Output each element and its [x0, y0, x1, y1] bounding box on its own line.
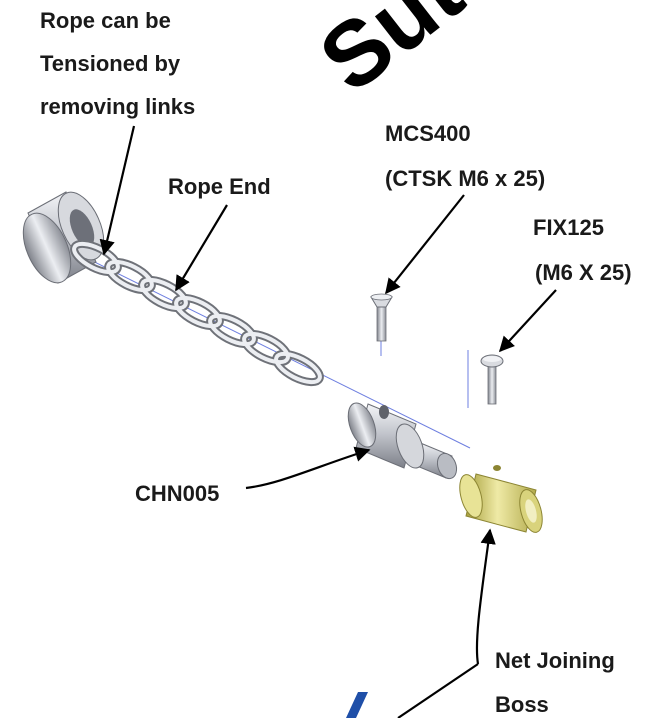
chain — [70, 239, 324, 387]
blue-fragment — [346, 692, 368, 718]
label-mcs400-line-2: (CTSK M6 x 25) — [385, 166, 545, 191]
label-fix125-line-2: (M6 X 25) — [535, 260, 632, 285]
mcs400-screw — [370, 293, 393, 356]
labels: Rope can be Tensioned by removing links … — [40, 8, 632, 717]
label-rope-end: Rope End — [168, 174, 271, 199]
leader-fix125 — [498, 289, 557, 353]
leader-lines — [99, 125, 557, 718]
label-fix125-line-1: FIX125 — [533, 215, 604, 240]
net-joining-boss — [459, 465, 543, 533]
leader-rope-tension — [99, 125, 136, 256]
watermark-text: Suto — [302, 0, 526, 112]
label-mcs400-line-1: MCS400 — [385, 121, 471, 146]
label-rope-tension-line-2: Tensioned by — [40, 51, 181, 76]
rope-end-cap — [22, 191, 105, 284]
fix125-screw — [467, 350, 504, 408]
watermark: Suto — [302, 0, 526, 112]
leader-mcs400 — [385, 194, 465, 295]
label-net-boss-line-2: Boss — [495, 692, 549, 717]
leader-net-boss — [475, 528, 496, 665]
label-rope-tension-line-3: removing links — [40, 94, 195, 119]
leader-net-boss-tail — [397, 663, 479, 718]
label-net-boss-line-1: Net Joining — [495, 648, 615, 673]
leader-rope-end — [175, 204, 228, 292]
chn005-connector — [347, 402, 458, 480]
leader-chn005 — [245, 446, 371, 490]
label-rope-tension-line-1: Rope can be — [40, 8, 171, 33]
label-chn005: CHN005 — [135, 481, 219, 506]
